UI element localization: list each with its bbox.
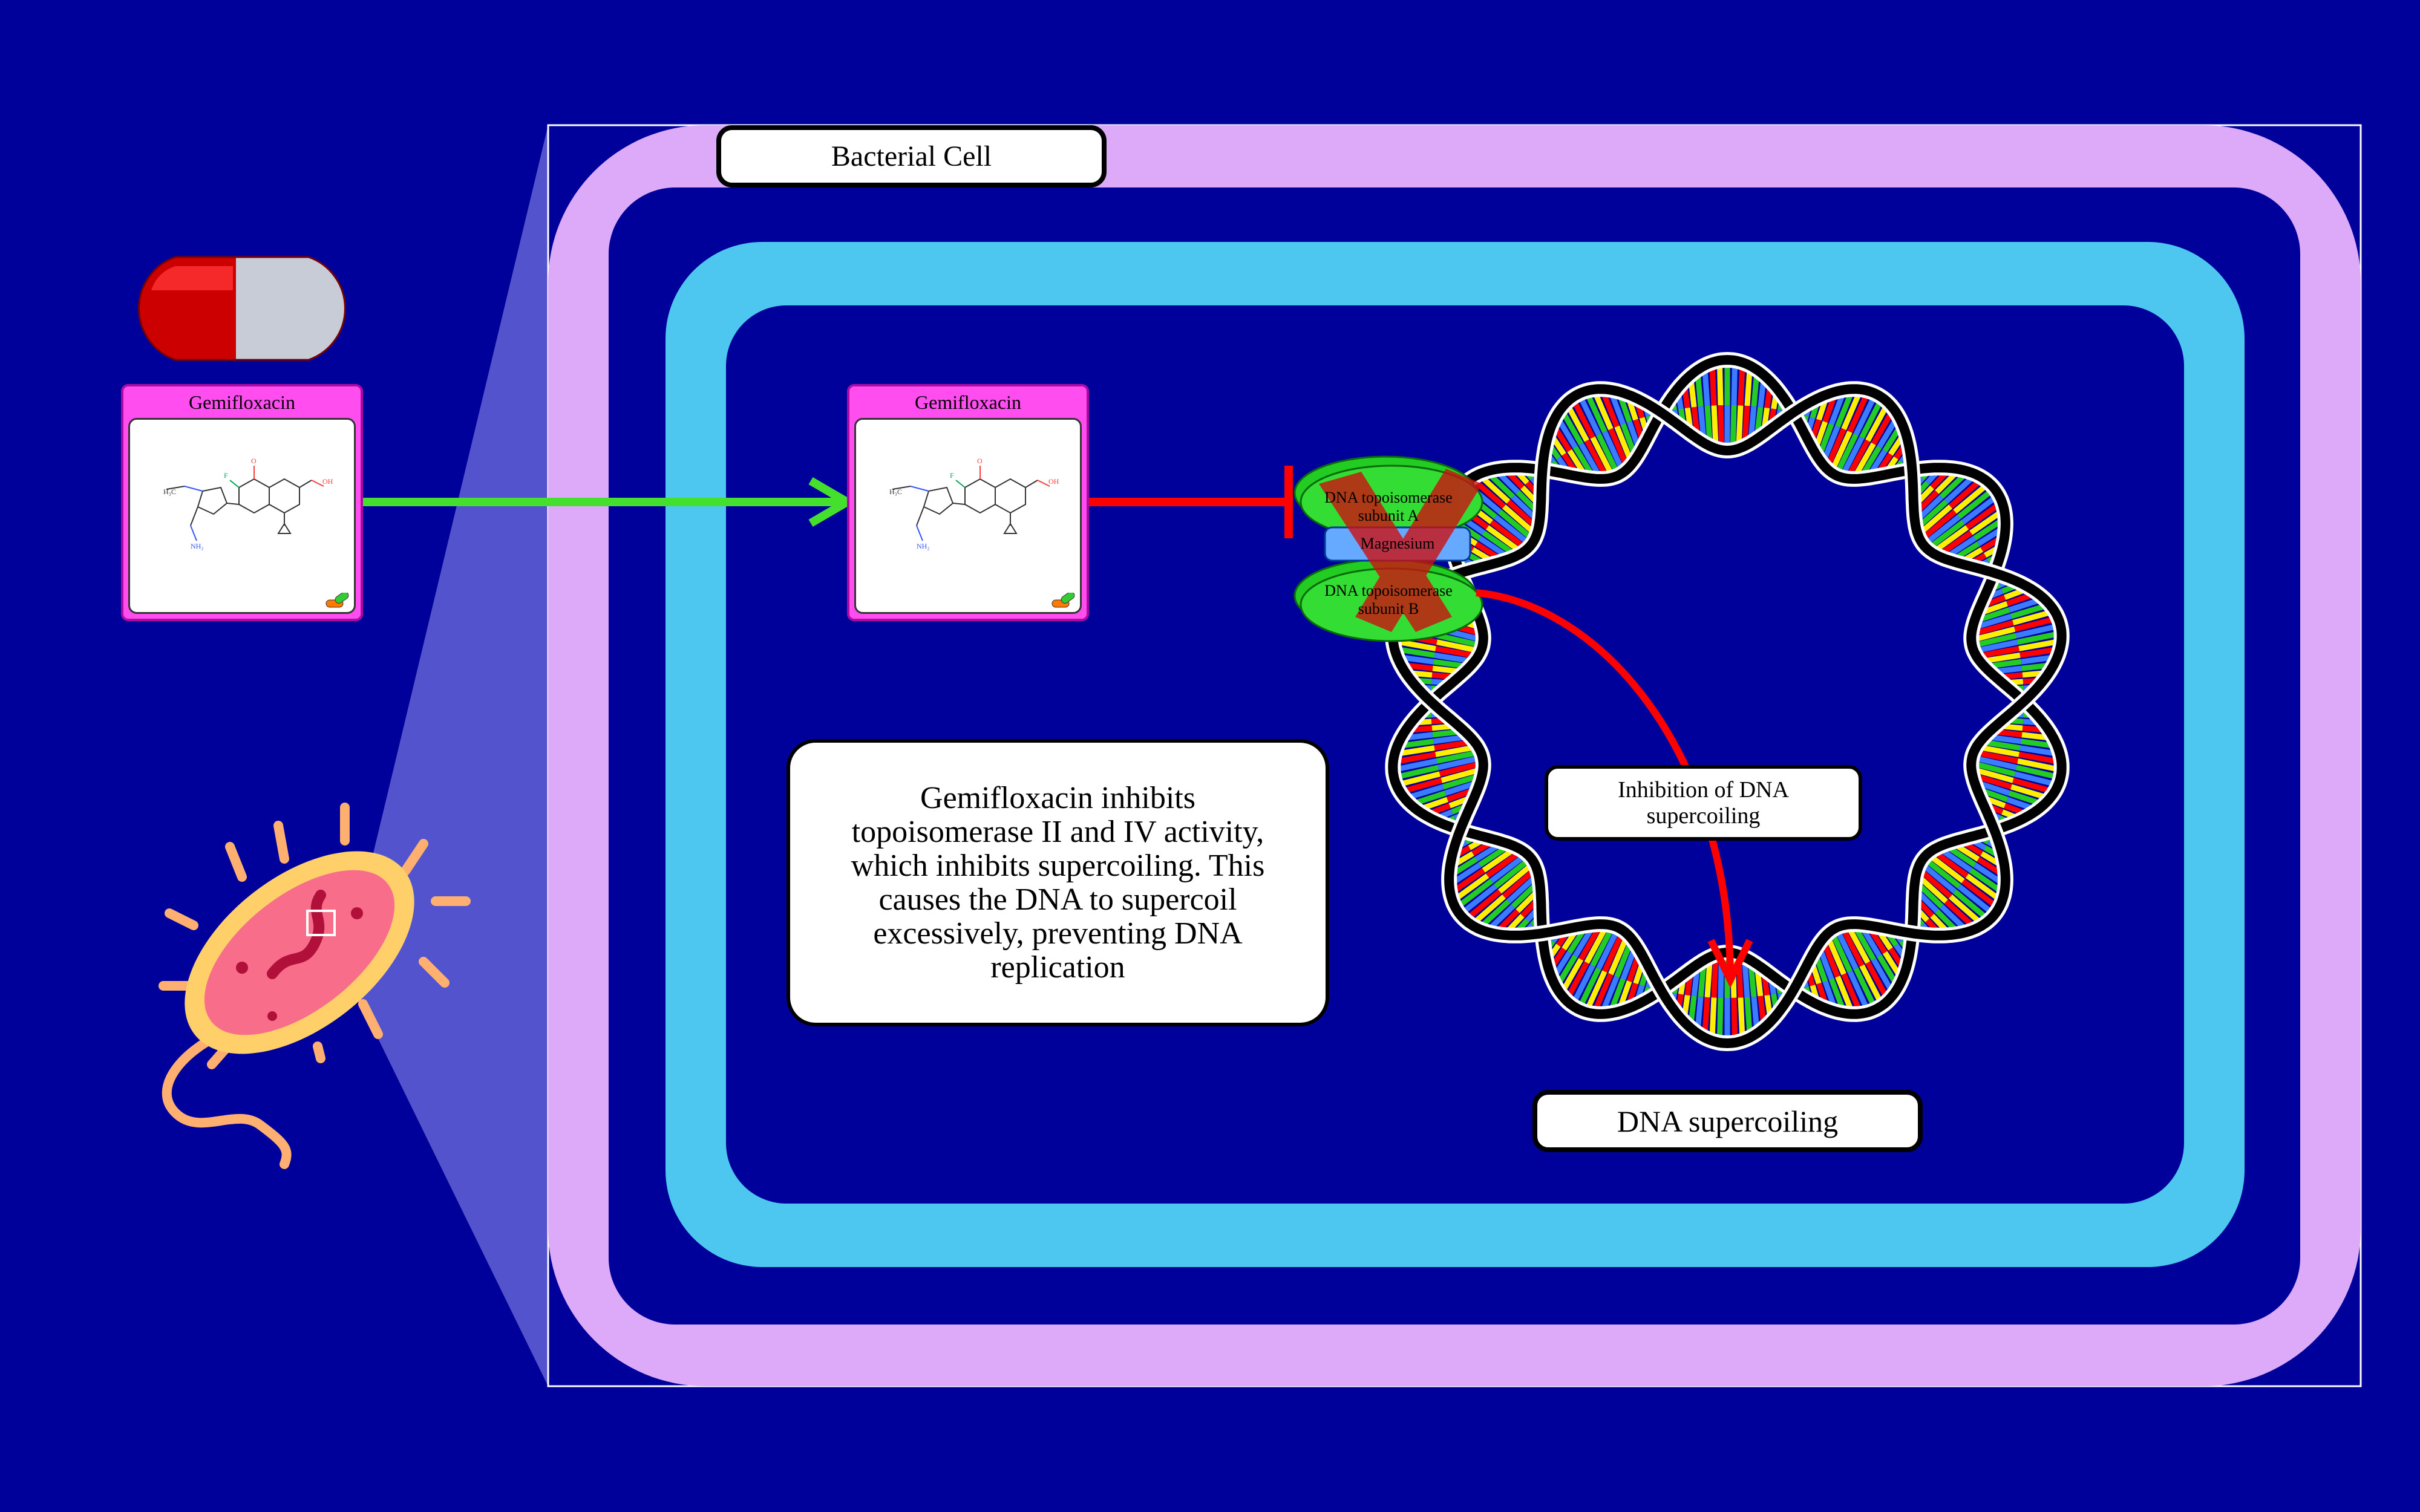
inhibition-label: Inhibition of DNA supercoiling <box>1545 765 1862 841</box>
topoisomerase-subunit-b-label: DNA topoisomerase subunit B <box>1324 582 1453 618</box>
supercoiling-inhibition-arrow <box>1476 589 1753 988</box>
svg-text:OH: OH <box>322 477 333 486</box>
svg-text:NH₂: NH₂ <box>191 542 204 550</box>
dna-backbone <box>1388 384 2067 1049</box>
bacterium-icon <box>159 803 471 1169</box>
mechanism-description: Gemifloxacin inhibits topoisomerase II a… <box>786 739 1329 1026</box>
drug-card-intracellular: Gemifloxacin H₃C NH₂ O OH <box>847 384 1089 621</box>
svg-text:OH: OH <box>1048 477 1059 486</box>
inhibition-x-icon <box>1319 469 1482 632</box>
svg-text:NH₂: NH₂ <box>917 542 930 550</box>
svg-text:F: F <box>224 471 228 480</box>
drug-name: Gemifloxacin <box>189 391 295 413</box>
svg-text:H₃C: H₃C <box>163 487 176 496</box>
zoom-cone <box>321 125 548 1386</box>
svg-text:H₃C: H₃C <box>889 487 902 496</box>
dna-supercoil-ring <box>1385 351 2070 1052</box>
chemical-structure-icon: H₃C NH₂ O OH F <box>128 418 356 614</box>
drug-name: Gemifloxacin <box>915 391 1021 413</box>
bacterial-cell-title: Bacterial Cell <box>716 125 1107 187</box>
inhibition-arrow <box>1089 466 1293 538</box>
dna-supercoiling-label: DNA supercoiling <box>1532 1090 1923 1152</box>
chemical-structure-icon: H₃C NH₂ O OH F <box>854 418 1082 614</box>
svg-text:O: O <box>977 457 983 465</box>
capsule-icon <box>138 256 346 361</box>
svg-text:F: F <box>950 471 954 480</box>
drug-card-extracellular: Gemifloxacin H₃C NH₂ O OH <box>121 384 363 621</box>
topoisomerase-subunit-a-label: DNA topoisomerase subunit A <box>1324 489 1453 524</box>
magnesium-label: Magnesium <box>1360 535 1435 552</box>
svg-text:O: O <box>251 457 257 465</box>
